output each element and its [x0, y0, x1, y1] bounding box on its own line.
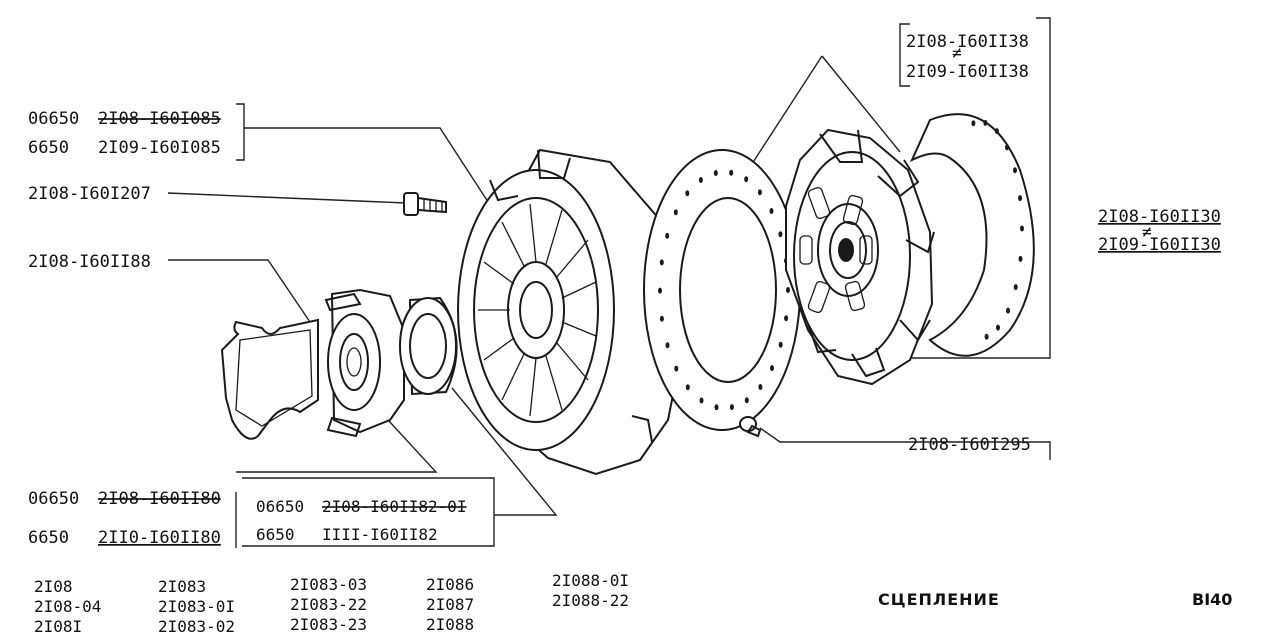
perforation-hole: [1020, 225, 1024, 232]
friction-lining-code-a: 2I08-I60II38: [906, 32, 1029, 52]
perforation-hole: [757, 189, 762, 196]
perforation-hole: [983, 119, 988, 126]
perforation-hole: [665, 342, 670, 349]
bearing-sleeve-code-b: IIII-I60II82: [322, 525, 438, 544]
perforation-hole: [729, 169, 734, 176]
perforation-hole: [685, 190, 690, 197]
perforation-hole: [729, 404, 734, 411]
pressure-plate-qty-b: 6650: [28, 138, 69, 158]
perforation-hole: [996, 324, 1000, 331]
driven-disc-drawing: [785, 128, 935, 386]
callout-bearing-sleeve: 06650 2I08-I60II82-0I 6650 IIII-I60II82: [256, 497, 467, 544]
model-code: 2I08I: [34, 617, 82, 636]
perforation-hole: [665, 232, 670, 239]
perforation-hole: [673, 209, 678, 216]
perforation-hole: [658, 287, 662, 294]
section-title: СЦЕПЛЕНИЕ: [878, 590, 1000, 609]
perforation-hole: [1005, 144, 1009, 151]
model-code: 2I08-04: [34, 597, 101, 616]
model-code: 2I083-02: [158, 617, 235, 636]
perforation-hole: [698, 177, 703, 183]
model-code: 2I083-03: [290, 575, 367, 594]
perforation-hole: [659, 315, 664, 322]
perforation-hole: [1018, 195, 1023, 202]
perforation-hole: [713, 170, 718, 176]
rivet-drawing: [739, 416, 762, 438]
callout-friction-lining: 2I08-I60II38 ≠ 2I09-I60II38: [906, 32, 1029, 82]
perforation-hole: [699, 397, 704, 404]
friction-lining-drawing: [643, 149, 801, 431]
driven-disc-code-a: 2I08-I60II30: [1098, 207, 1221, 227]
model-code: 2I083-23: [290, 615, 367, 634]
perforation-hole: [971, 120, 976, 127]
leader-lines: [167, 17, 1051, 548]
perforation-hole: [744, 397, 749, 404]
friction-lining-rear-drawing: [909, 113, 1035, 357]
callout-spring-clip: 2I08-I60II88: [28, 252, 151, 272]
model-code: 2I086: [426, 575, 474, 594]
perforation-hole: [714, 404, 719, 411]
pressure-plate-code-a: 2I08-I60I085: [98, 109, 221, 129]
perforation-hole: [994, 128, 999, 135]
footer-models: 2I08 2I08-04 2I08I 2I083 2I083-0I 2I083-…: [34, 571, 629, 636]
perforation-hole: [1018, 255, 1023, 262]
release-bearing-code-b: 2II0-I60II80: [98, 528, 221, 548]
callout-bolt: 2I08-I60I207: [28, 184, 151, 204]
model-code: 2I083-0I: [158, 597, 235, 616]
friction-lining-code-b: 2I09-I60II38: [906, 62, 1029, 82]
model-code: 2I087: [426, 595, 474, 614]
model-code: 2I083-22: [290, 595, 367, 614]
bearing-sleeve-drawing: [399, 296, 458, 396]
spring-clip-drawing: [220, 318, 319, 440]
perforation-hole: [769, 208, 774, 214]
model-code: 2I088: [426, 615, 474, 634]
release-bearing-qty-a: 06650: [28, 489, 79, 509]
release-bearing-qty-b: 6650: [28, 528, 69, 548]
driven-disc-code-b: 2I09-I60II30: [1098, 235, 1221, 255]
perforation-hole: [1013, 284, 1018, 291]
model-code: 2I08: [34, 577, 73, 596]
driven-disc-neq-mark: ≠: [1142, 222, 1152, 241]
bearing-sleeve-qty-a: 06650: [256, 497, 304, 516]
bolt-drawing: [403, 192, 447, 216]
perforation-hole: [770, 365, 774, 372]
friction-lining-neq-mark: ≠: [952, 43, 962, 62]
sheet-number: BI40: [1192, 590, 1232, 609]
perforation-hole: [984, 333, 989, 340]
release-bearing-code-a: 2I08-I60II80: [98, 489, 221, 509]
pressure-plate-code-b: 2I09-I60I085: [98, 138, 221, 158]
perforation-hole: [778, 231, 783, 238]
perforation-hole: [744, 176, 749, 183]
bearing-sleeve-code-a: 2I08-I60II82-0I: [322, 497, 467, 516]
bearing-sleeve-qty-b: 6650: [256, 525, 295, 544]
perforation-hole: [685, 384, 690, 391]
perforation-hole: [784, 315, 789, 322]
callout-pressure-plate: 06650 2I08-I60I085 6650 2I09-I60I085: [28, 109, 221, 158]
release-bearing-drawing: [324, 288, 405, 438]
perforation-hole: [786, 287, 790, 293]
model-code: 2I088-0I: [552, 571, 629, 590]
perforation-hole: [1006, 307, 1010, 314]
perforation-hole: [758, 384, 763, 390]
perforation-hole: [778, 341, 783, 348]
perforation-hole: [659, 259, 664, 266]
perforation-hole: [674, 365, 679, 372]
pressure-plate-qty-a: 06650: [28, 109, 79, 129]
pressure-plate-drawing: [457, 148, 692, 476]
callout-driven-disc: 2I08-I60II30 ≠ 2I09-I60II30: [1098, 207, 1221, 255]
model-code: 2I088-22: [552, 591, 629, 610]
perforation-hole: [1013, 167, 1017, 174]
callout-release-bearing: 06650 2I08-I60II80 6650 2II0-I60II80: [28, 489, 221, 548]
model-code: 2I083: [158, 577, 206, 596]
callout-rivet: 2I08-I60I295: [908, 435, 1031, 455]
